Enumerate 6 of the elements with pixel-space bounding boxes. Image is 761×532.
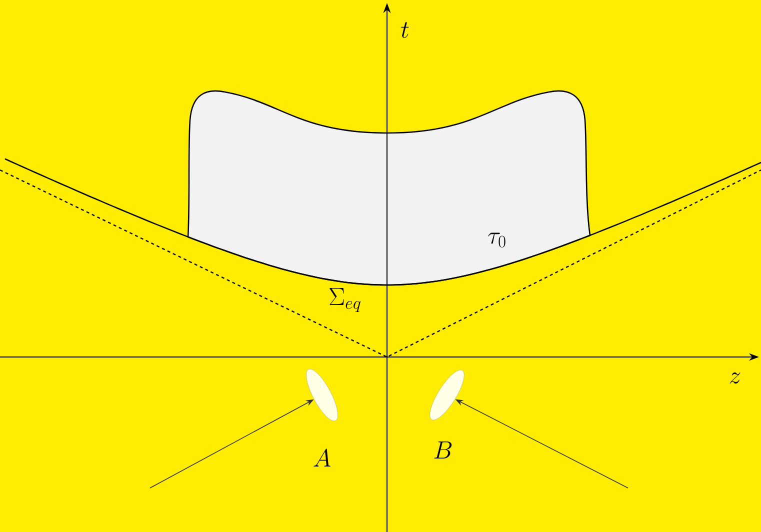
- nucleus-label: $B$: [434, 442, 452, 458]
- curve-label: $\tau_0$: [488, 232, 506, 248]
- curve-label: $\Sigma_{eq}$: [330, 288, 361, 312]
- axis-label: $z$: [730, 372, 740, 384]
- nucleus-label: $A$: [314, 448, 330, 466]
- axis-label: $t$: [401, 22, 409, 38]
